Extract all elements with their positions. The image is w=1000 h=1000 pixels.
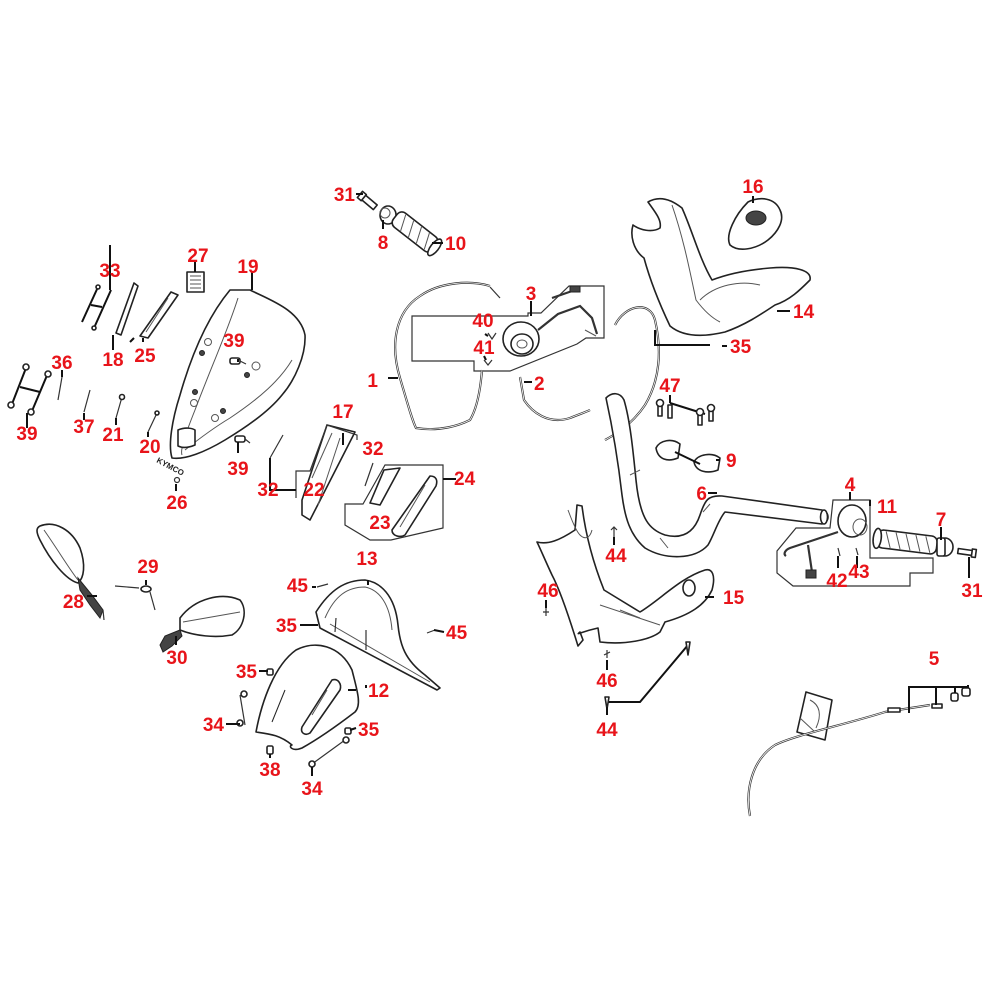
callout-4: 4 xyxy=(845,475,856,496)
callout-43: 43 xyxy=(848,562,869,583)
callout-3: 3 xyxy=(526,284,537,305)
callout-31-right: 31 xyxy=(961,581,983,602)
callout-19: 19 xyxy=(237,257,258,278)
callout-39-left: 39 xyxy=(16,424,37,445)
meter-cover-part xyxy=(728,197,783,250)
callout-46-left: 46 xyxy=(537,581,558,602)
callout-31-top: 31 xyxy=(334,185,356,206)
callout-6: 6 xyxy=(696,484,707,505)
callout-11: 11 xyxy=(877,497,898,518)
callout-32-left: 32 xyxy=(257,480,278,501)
handlebar-clamp-part xyxy=(655,439,721,473)
callout-5: 5 xyxy=(929,649,940,670)
handlebar-weight-left-part xyxy=(936,537,954,557)
callout-35-lower-left: 35 xyxy=(236,662,258,683)
seat-lock-cable-set-part xyxy=(747,685,971,817)
callout-37: 37 xyxy=(73,417,94,438)
callouts: 1 2 3 4 5 6 7 8 9 10 11 12 13 14 15 16 1… xyxy=(16,177,983,800)
right-mirror-part xyxy=(159,595,245,653)
brake-cable-part xyxy=(518,376,591,421)
callout-34-left: 34 xyxy=(203,715,225,736)
callout-23: 23 xyxy=(369,513,390,534)
callout-47: 47 xyxy=(659,376,680,397)
front-handlebar-cover-upper-part xyxy=(315,579,441,691)
callout-45-left: 45 xyxy=(287,576,309,597)
callout-8: 8 xyxy=(378,233,389,254)
callout-27: 27 xyxy=(187,246,208,267)
right-switch-assembly xyxy=(411,285,605,372)
callout-18: 18 xyxy=(102,350,123,371)
left-turn-signal-part xyxy=(295,424,358,521)
callout-1: 1 xyxy=(367,371,378,392)
left-mirror-part xyxy=(36,523,105,621)
callout-30: 30 xyxy=(166,648,187,669)
throttle-cable-part xyxy=(394,281,501,431)
throttle-grip-group xyxy=(356,190,443,257)
callout-12: 12 xyxy=(368,681,389,702)
callout-28: 28 xyxy=(63,592,84,613)
leader-lines xyxy=(26,193,970,776)
right-turn-signal-part xyxy=(344,464,444,541)
callout-16: 16 xyxy=(742,177,763,198)
callout-41: 41 xyxy=(473,338,495,359)
callout-7: 7 xyxy=(936,510,947,531)
callout-15: 15 xyxy=(723,588,745,609)
callout-42: 42 xyxy=(826,571,847,592)
signal-screws xyxy=(269,434,374,491)
callout-38: 38 xyxy=(259,760,280,781)
callout-26: 26 xyxy=(166,493,187,514)
callout-36: 36 xyxy=(51,353,72,374)
rear-handlebar-cover-part xyxy=(631,197,811,346)
callout-40: 40 xyxy=(472,311,493,332)
bolt-set-39-left-part xyxy=(7,363,52,416)
callout-35-rear-cover: 35 xyxy=(730,337,752,358)
small-screws xyxy=(57,376,160,433)
label-part xyxy=(186,271,205,293)
callout-20: 20 xyxy=(139,437,160,458)
callout-25: 25 xyxy=(134,346,156,367)
bolt-left-end-part xyxy=(956,547,978,559)
windshield-part xyxy=(169,289,306,460)
callout-35-upper-cover: 35 xyxy=(276,616,298,637)
callout-29: 29 xyxy=(137,557,158,578)
strip-b-part xyxy=(139,291,179,339)
callout-44-top: 44 xyxy=(605,546,627,567)
callout-46-bottom: 46 xyxy=(596,671,617,692)
callout-35-lower-right: 35 xyxy=(358,720,380,741)
callout-22: 22 xyxy=(303,480,324,501)
callout-10: 10 xyxy=(445,234,466,255)
screw-set-33-part xyxy=(81,284,112,331)
mirror-nut-set-part xyxy=(114,585,156,611)
callout-14: 14 xyxy=(793,302,815,323)
callout-44-bottom: 44 xyxy=(596,720,618,741)
switch-housing xyxy=(502,321,540,357)
inner-cover-part xyxy=(536,504,715,647)
windshield-bolts xyxy=(229,357,251,444)
left-grip-part xyxy=(872,527,938,555)
clamp-bolt-set-part xyxy=(655,398,716,426)
front-handlebar-cover-lower-part xyxy=(255,644,360,751)
callout-45-right: 45 xyxy=(446,623,468,644)
clip-set-44-46 xyxy=(543,526,691,710)
callout-33: 33 xyxy=(99,261,120,282)
callout-39-windshield-top: 39 xyxy=(223,331,244,352)
callout-2: 2 xyxy=(534,374,545,395)
strip-a-part xyxy=(115,282,139,336)
callout-13: 13 xyxy=(356,549,377,570)
callout-9: 9 xyxy=(726,451,737,472)
callout-34-bottom: 34 xyxy=(301,779,323,800)
handlebar-part xyxy=(605,392,829,558)
emblem-logo-text: KYMCO xyxy=(155,456,186,478)
throttle-grip-part xyxy=(391,211,443,257)
callout-17: 17 xyxy=(332,402,353,423)
callout-21: 21 xyxy=(102,425,124,446)
callout-32-right: 32 xyxy=(362,439,383,460)
callout-24: 24 xyxy=(454,469,476,490)
emblem-part: KYMCO xyxy=(155,456,186,484)
bolt-right-end-part xyxy=(356,190,378,211)
callout-39-windshield-bottom: 39 xyxy=(227,459,248,480)
left-switch-assembly xyxy=(776,499,934,587)
